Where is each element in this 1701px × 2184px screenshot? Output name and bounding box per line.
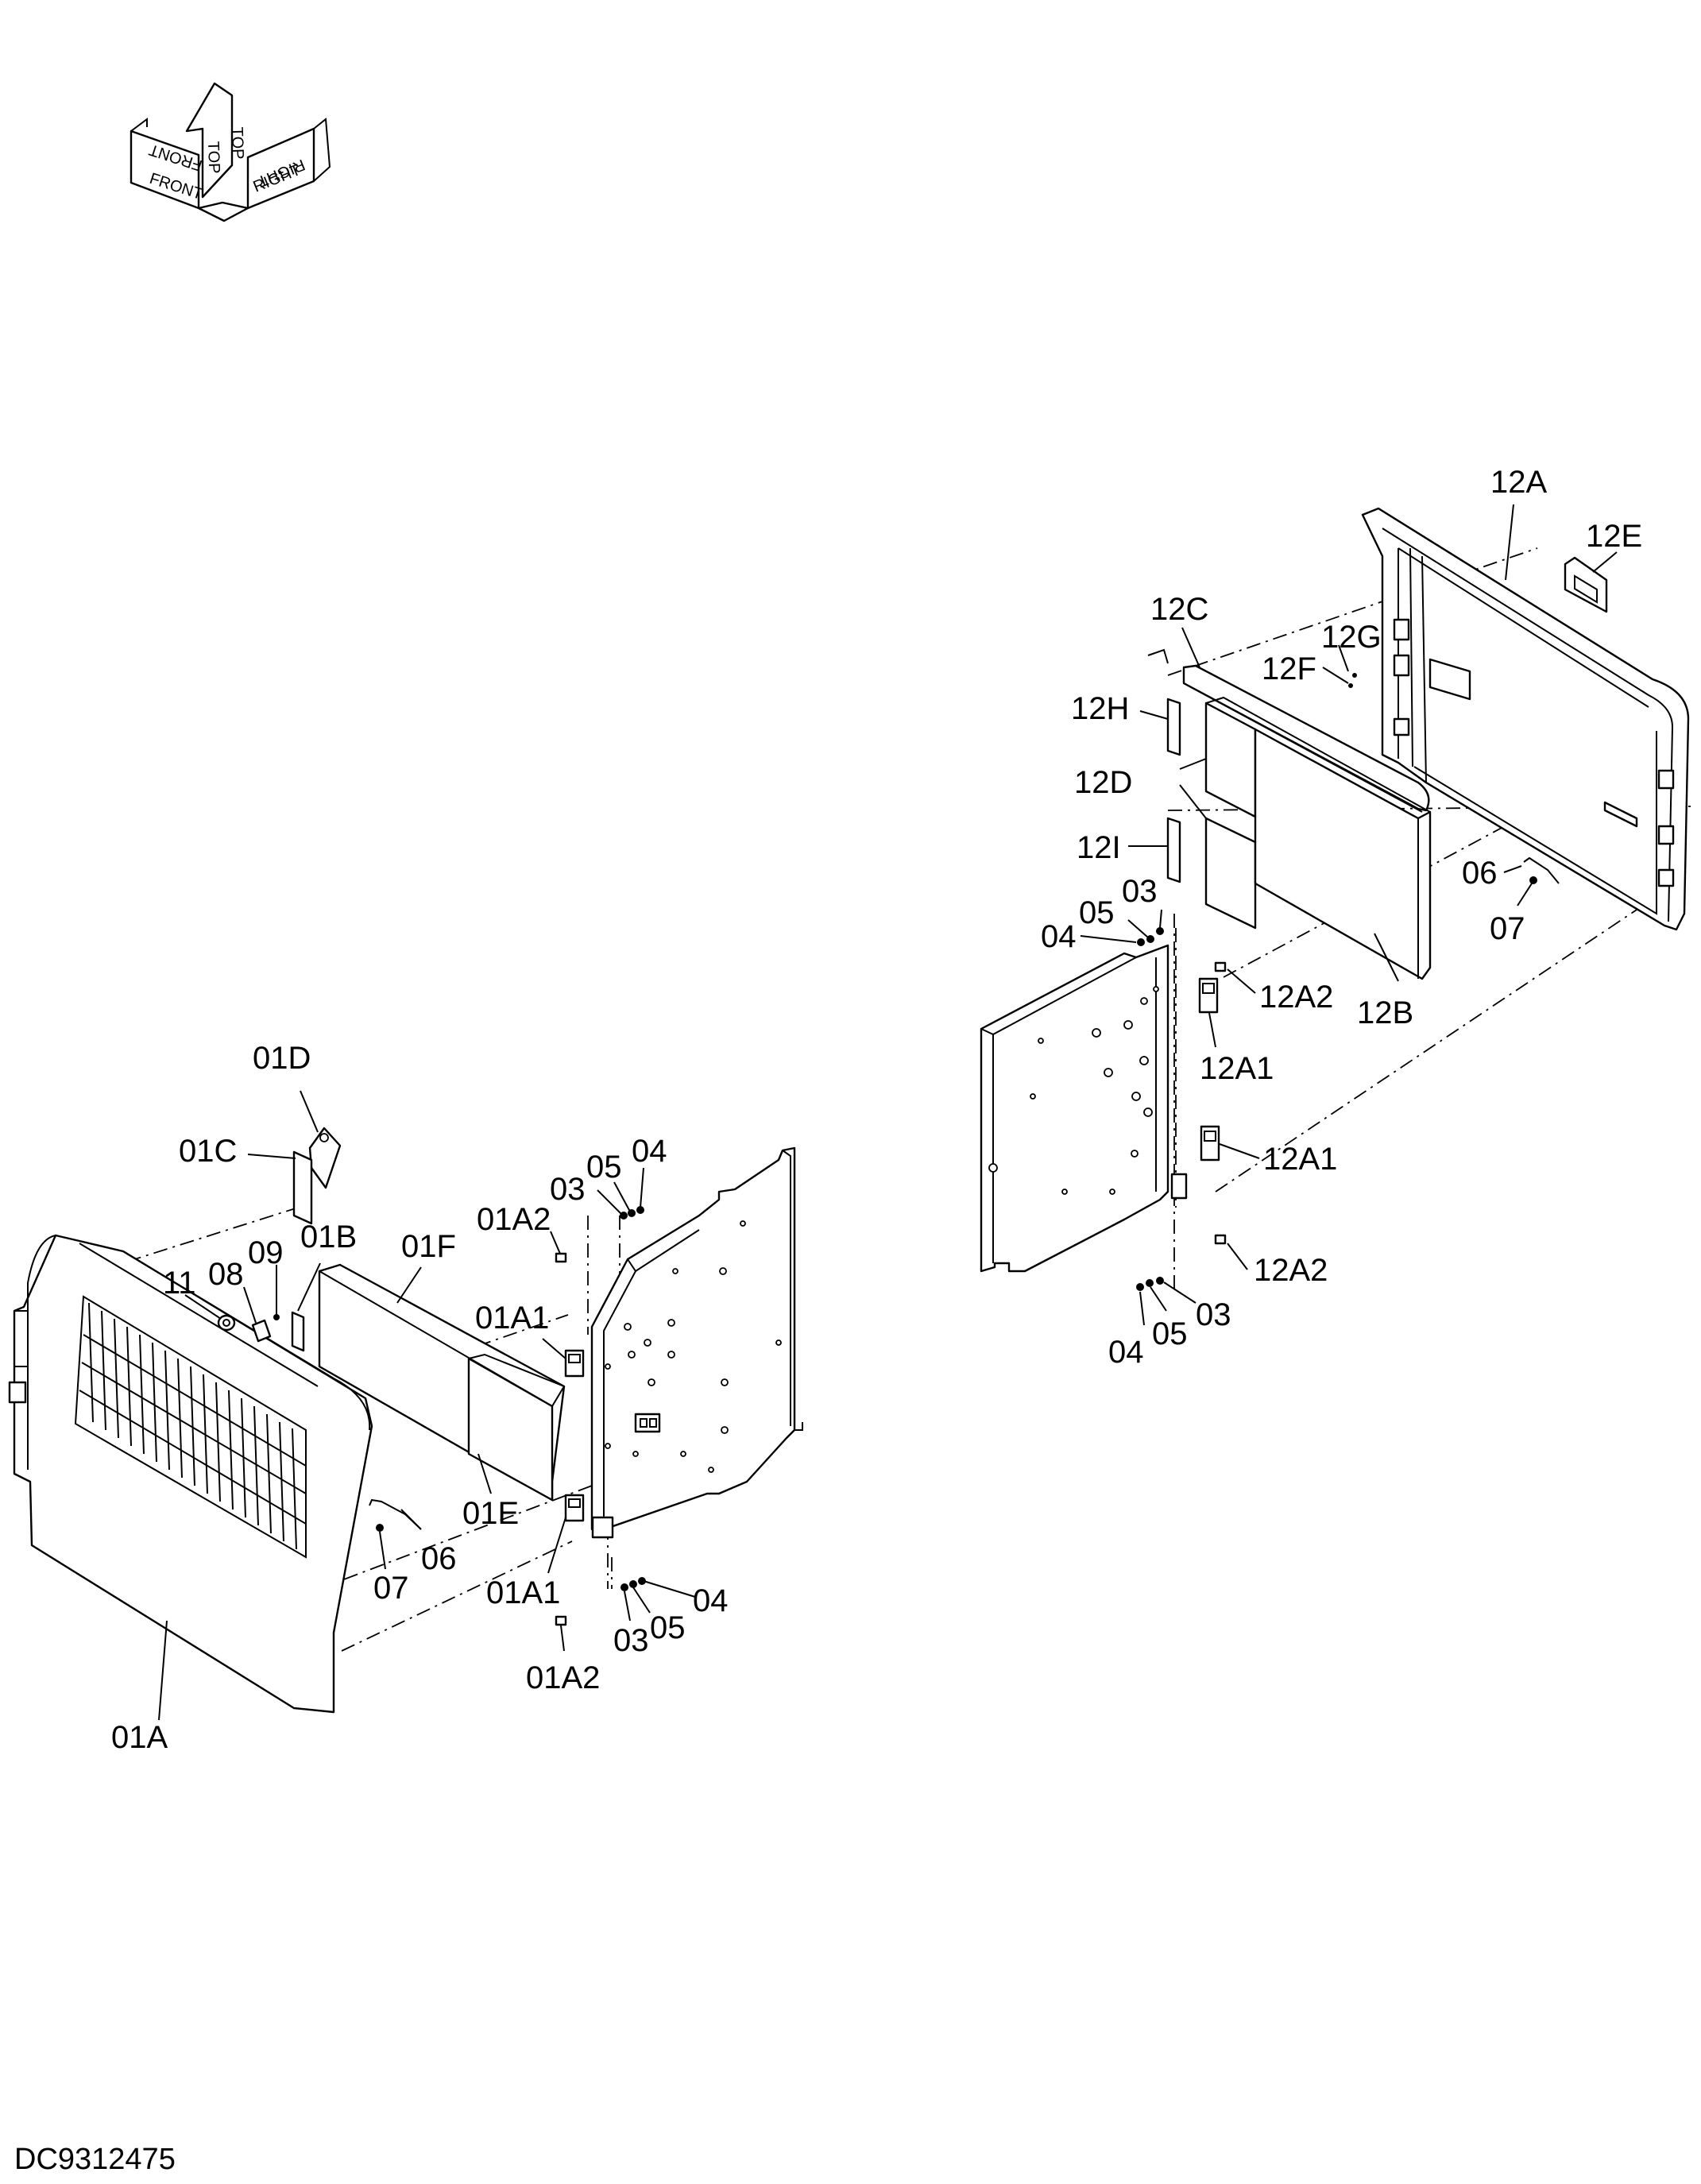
part-05-washer <box>629 1580 637 1588</box>
right-panel-plate <box>980 944 1169 1273</box>
right-panel-holes <box>988 986 1159 1195</box>
callout-06: 06 <box>421 1541 457 1576</box>
part-04-washer <box>1136 1283 1144 1291</box>
orientation-label-top: TOP <box>204 141 222 174</box>
callout-09: 09 <box>248 1235 284 1270</box>
callout-04-lower: 04 <box>693 1583 729 1618</box>
callout-01e: 01E <box>462 1496 519 1531</box>
part-03-nut <box>620 1212 628 1220</box>
callout-01a1-lower: 01A1 <box>486 1575 560 1610</box>
assembly-line <box>1223 746 1653 978</box>
callout-03-right-lower: 03 <box>1196 1297 1231 1332</box>
callout-12i: 12I <box>1077 830 1121 865</box>
part-12i-strip <box>1166 817 1181 883</box>
right-assembly <box>980 504 1693 1326</box>
callout-05-right: 05 <box>1079 895 1115 930</box>
part-01b-strip <box>291 1311 305 1352</box>
callout-12a2: 12A2 <box>1259 980 1333 1015</box>
part-07-screw <box>376 1524 384 1532</box>
part-04-washer <box>1137 938 1145 946</box>
callout-04: 04 <box>632 1134 667 1169</box>
callout-08: 08 <box>208 1257 244 1292</box>
part-01a2-bolt-lower <box>555 1615 567 1626</box>
assembly-line <box>1215 893 1661 1193</box>
callout-01a2: 01A2 <box>477 1202 551 1237</box>
callout-03: 03 <box>550 1172 586 1207</box>
callout-12a2-lower: 12A2 <box>1254 1253 1328 1288</box>
callout-07-right: 07 <box>1490 911 1525 946</box>
orientation-icon: FRONT TOP RIGHT FRONT TOP RIGHT <box>130 82 331 222</box>
part-12a-frame <box>1361 507 1690 931</box>
callout-12h: 12H <box>1071 691 1129 726</box>
part-12d-pad-upper <box>1204 702 1257 818</box>
left-panel-holes <box>605 1220 782 1473</box>
callout-12d: 12D <box>1074 765 1132 800</box>
callout-04-right-lower: 04 <box>1108 1335 1144 1370</box>
callout-04-right: 04 <box>1041 919 1077 954</box>
left-assembly <box>8 1090 803 1721</box>
part-05-washer <box>1146 935 1154 943</box>
callout-12e: 12E <box>1586 519 1642 554</box>
callout-12a1-lower: 12A1 <box>1263 1142 1337 1177</box>
part-12a2-bolt-lower <box>1214 1234 1227 1245</box>
part-12f-screw <box>1348 683 1353 688</box>
part-12c-pad <box>1182 664 1430 812</box>
part-04-washer <box>638 1577 646 1585</box>
callout-01a1: 01A1 <box>475 1301 549 1336</box>
callout-01c: 01C <box>179 1134 237 1169</box>
part-04-washer <box>636 1206 644 1214</box>
callout-06-right: 06 <box>1462 856 1498 891</box>
part-03-nut <box>620 1583 628 1591</box>
callout-01a2-lower: 01A2 <box>526 1660 600 1695</box>
callout-05-right-lower: 05 <box>1152 1316 1188 1351</box>
part-03-nut <box>1156 927 1164 935</box>
callout-12a: 12A <box>1490 465 1547 500</box>
part-01c-strip <box>292 1150 313 1225</box>
part-08-clip <box>251 1319 272 1343</box>
part-01a-cover <box>13 1234 373 1714</box>
assembly-line <box>1167 547 1538 676</box>
callout-01f: 01F <box>401 1229 456 1264</box>
part-07-screw <box>1529 876 1537 884</box>
orientation-label-top-mirror: TOP <box>228 126 246 160</box>
part-05-washer <box>1146 1279 1154 1287</box>
callout-01d: 01D <box>253 1041 311 1076</box>
callout-03-right: 03 <box>1122 874 1158 909</box>
part-11-grommet <box>217 1314 236 1332</box>
callout-05-lower: 05 <box>650 1610 686 1645</box>
part-12h-strip <box>1166 698 1181 756</box>
callout-07: 07 <box>373 1571 409 1606</box>
callout-03-lower: 03 <box>613 1623 649 1658</box>
part-09-screw <box>273 1314 280 1320</box>
part-12g-clip <box>1352 673 1357 678</box>
part-12d-pad-lower <box>1204 817 1257 930</box>
left-panel-plate <box>590 1146 796 1531</box>
callout-01a: 01A <box>111 1720 168 1755</box>
part-12a1-hinge-upper <box>1198 977 1219 1014</box>
callout-12g: 12G <box>1321 620 1382 655</box>
part-12a2-bolt-upper <box>1214 961 1227 972</box>
callout-01b: 01B <box>300 1220 357 1254</box>
callout-labels: 01D 01C 11 08 09 01B 01F 01A2 03 05 04 0… <box>111 465 1642 1755</box>
part-03-nut <box>1156 1277 1164 1285</box>
callout-05: 05 <box>586 1150 622 1185</box>
part-12a1-hinge-lower <box>1200 1125 1220 1162</box>
callout-12b: 12B <box>1357 995 1413 1030</box>
callout-12c: 12C <box>1150 592 1208 627</box>
part-01e-pad <box>467 1357 554 1502</box>
callout-12a1: 12A1 <box>1200 1051 1274 1086</box>
part-06-rod <box>1523 856 1560 884</box>
part-01a-grille <box>74 1295 307 1559</box>
drawing-id: DC9312475 <box>14 2143 176 2176</box>
assembly-line <box>126 1207 299 1262</box>
part-01a2-bolt-upper <box>555 1252 567 1263</box>
callout-12f: 12F <box>1262 651 1316 686</box>
callout-11: 11 <box>163 1266 196 1301</box>
